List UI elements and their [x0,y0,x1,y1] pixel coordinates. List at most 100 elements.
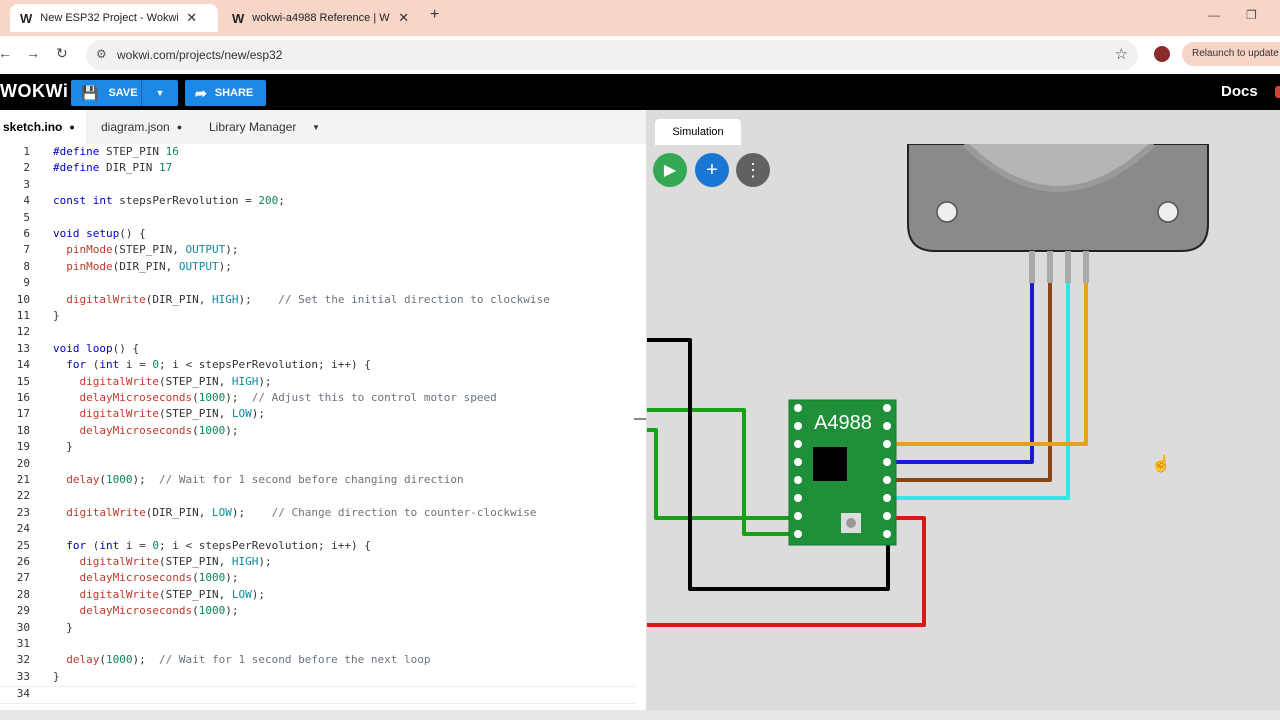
circuit-canvas[interactable]: A4988 ☝ [647,144,1280,710]
browser-tab-wokwi-project[interactable]: W New ESP32 Project - Wokwi Sim ✕ [10,4,218,32]
code-line[interactable]: 11} [0,309,636,325]
line-number: 1 [23,145,30,158]
mount-hole-left [936,201,958,223]
tab-sketch-ino[interactable]: sketch.ino ● [0,110,86,144]
stepper-motor[interactable] [907,144,1209,283]
reload-icon[interactable]: ↻ [56,45,68,61]
line-number: 26 [16,555,30,568]
back-icon[interactable]: ← [0,45,12,61]
restore-icon[interactable]: ❐ [1246,8,1257,22]
code-line[interactable]: 27 delayMicroseconds(1000); [0,571,636,587]
url-input[interactable]: ⚙ wokwi.com/projects/new/esp32 ☆ [86,40,1138,70]
add-part-button[interactable]: + [695,153,729,187]
pin-headers [794,404,891,538]
line-number: 17 [16,407,30,421]
docs-link[interactable]: Docs [1221,83,1258,100]
code-line[interactable]: 26 digitalWrite(STEP_PIN, HIGH); [0,555,636,571]
code-line[interactable]: 19 } [0,440,636,456]
tab-simulation[interactable]: Simulation [655,119,741,145]
site-info-icon[interactable]: ⚙ [96,47,107,61]
line-number: 24 [16,522,30,536]
line-number: 4 [23,194,30,208]
line-number: 2 [23,161,30,175]
editor-tabs: sketch.ino ● diagram.json ● Library Mana… [0,110,646,144]
tab-library-manager[interactable]: Library Manager [209,110,296,144]
tab-diagram-json[interactable]: diagram.json ● [101,110,182,144]
a4988-driver[interactable]: A4988 [788,399,897,546]
code-line[interactable]: 22 [0,489,636,505]
bookmark-star-icon[interactable]: ☆ [1114,46,1128,63]
code-line[interactable]: 14 for (int i = 0; i < stepsPerRevolutio… [0,358,636,374]
line-number: 27 [16,571,30,585]
code-line[interactable]: 9 [0,276,636,292]
code-line[interactable]: 20 [0,457,636,473]
browser-tab-title: wokwi-a4988 Reference | Wokw [252,12,390,24]
more-vertical-icon: ⋮ [744,159,762,180]
code-line[interactable]: 10 digitalWrite(DIR_PIN, HIGH); // Set t… [0,293,636,309]
new-tab-icon[interactable]: + [430,6,440,23]
wire-cyan [887,283,1070,500]
code-text: digitalWrite(DIR_PIN, LOW); // Change di… [66,505,537,519]
forward-icon[interactable]: → [26,45,40,61]
line-number: 6 [23,227,30,240]
play-icon: ▶ [663,162,677,179]
tabs-menu-chevron-down-icon[interactable]: ▼ [312,123,320,132]
close-icon[interactable]: ✕ [398,10,410,25]
code-line[interactable]: 33} [0,670,636,686]
code-text: for (int i = 0; i < stepsPerRevolution; … [66,538,371,552]
code-line[interactable]: 28 digitalWrite(STEP_PIN, LOW); [0,588,636,604]
editor-scrollbar[interactable] [634,418,646,420]
close-icon[interactable]: ✕ [186,10,198,25]
code-line[interactable]: 21 delay(1000); // Wait for 1 second bef… [0,473,636,489]
code-line[interactable]: 3 [0,178,636,194]
code-line[interactable]: 12 [0,325,636,341]
share-button[interactable]: ➦ SHARE [185,80,266,106]
browser-tab-a4988-reference[interactable]: W wokwi-a4988 Reference | Wokw ✕ [228,4,424,32]
line-number: 9 [23,276,30,290]
more-options-button[interactable]: ⋮ [736,153,770,187]
relaunch-button[interactable]: Relaunch to update [1182,42,1280,66]
save-button[interactable]: 💾 SAVE ▼ [71,80,178,106]
code-line[interactable]: 17 digitalWrite(STEP_PIN, LOW); [0,407,636,423]
panel-divider[interactable] [646,110,647,710]
code-line[interactable]: 16 delayMicroseconds(1000); // Adjust th… [0,391,636,407]
share-icon: ➦ [195,84,207,101]
code-line[interactable]: 34 [0,686,636,705]
save-icon: 💾 [81,84,99,101]
code-line[interactable]: 23 digitalWrite(DIR_PIN, LOW); // Change… [0,506,636,522]
code-text: delay(1000); // Wait for 1 second before… [66,473,464,486]
start-simulation-button[interactable]: ▶ [653,153,687,187]
wokwi-logo[interactable]: WOKWi [0,81,69,101]
code-line[interactable]: 18 delayMicroseconds(1000); [0,424,636,440]
tab-label: diagram.json [101,120,170,134]
save-dropdown-chevron-icon[interactable]: ▼ [141,80,178,106]
code-line[interactable]: 1#define STEP_PIN 16 [0,145,636,161]
user-avatar[interactable] [1275,86,1280,98]
line-number: 22 [16,489,30,503]
profile-avatar[interactable] [1154,46,1170,62]
code-text: delayMicroseconds(1000); [79,571,239,585]
minimize-icon[interactable]: — [1208,8,1220,22]
wires[interactable] [647,283,1088,627]
code-line[interactable]: 25 for (int i = 0; i < stepsPerRevolutio… [0,539,636,555]
line-number: 25 [16,538,30,552]
line-number: 34 [16,687,30,701]
line-number: 12 [16,325,30,339]
code-text: digitalWrite(DIR_PIN, HIGH); // Set the … [66,292,550,306]
code-line[interactable]: 24 [0,522,636,538]
code-line[interactable]: 32 delay(1000); // Wait for 1 second bef… [0,653,636,669]
code-line[interactable]: 5 [0,211,636,227]
code-line[interactable]: 2#define DIR_PIN 17 [0,161,636,177]
code-text: } [53,440,73,454]
code-line[interactable]: 15 digitalWrite(STEP_PIN, HIGH); [0,375,636,391]
code-line[interactable]: 8 pinMode(DIR_PIN, OUTPUT); [0,260,636,276]
code-line[interactable]: 31 [0,637,636,653]
code-line[interactable]: 29 delayMicroseconds(1000); [0,604,636,620]
code-line[interactable]: 7 pinMode(STEP_PIN, OUTPUT); [0,243,636,259]
tab-label: sketch.ino [3,120,63,134]
code-line[interactable]: 30 } [0,621,636,637]
